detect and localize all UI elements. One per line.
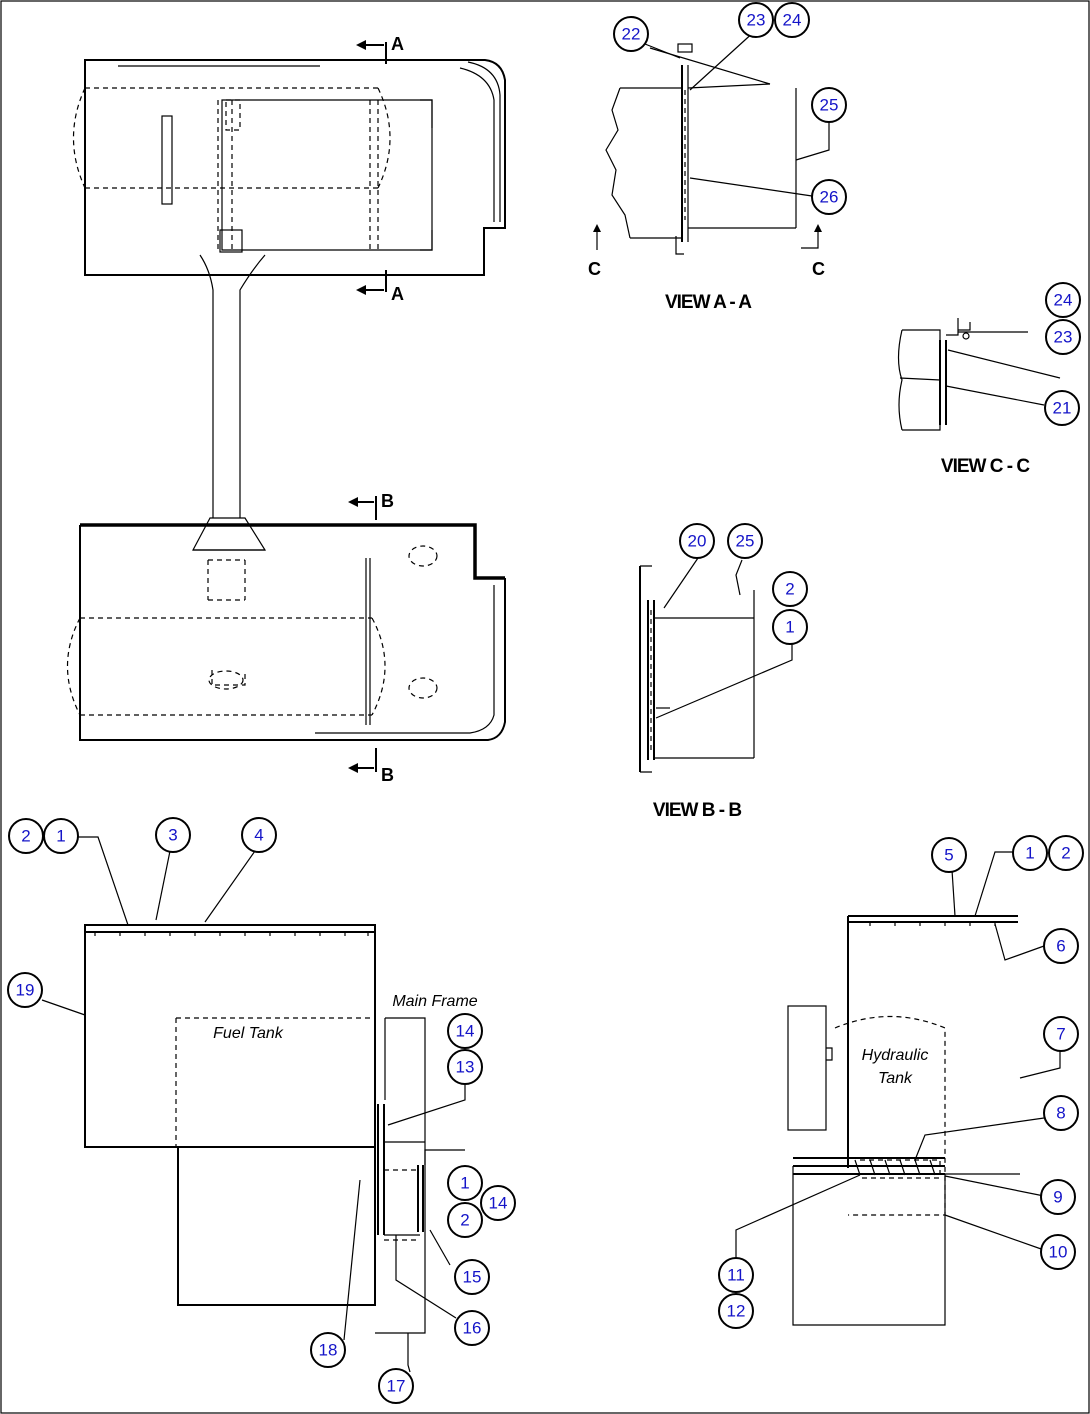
callout-number: 22 (622, 25, 641, 44)
callout-balloon[interactable]: 21 (1044, 390, 1080, 426)
callout-number: 2 (1061, 844, 1070, 863)
callout-number: 1 (460, 1174, 469, 1193)
callout-number: 9 (1053, 1188, 1062, 1207)
section-mark-b-bottom: B (381, 765, 394, 785)
callout-number: 24 (783, 11, 802, 30)
callout-balloon[interactable]: 10 (1040, 1234, 1076, 1270)
section-mark-a-bottom: A (391, 284, 404, 304)
callout-balloon[interactable]: 1 (772, 609, 808, 645)
callout-balloon[interactable]: 14 (447, 1013, 483, 1049)
view-c-c-title: VIEW C - C (941, 456, 1030, 477)
callout-number: 2 (21, 827, 30, 846)
view-a-a: C C VIEW A - A (588, 29, 830, 313)
callout-number: 1 (785, 618, 794, 637)
callout-balloon[interactable]: 7 (1043, 1016, 1079, 1052)
callout-balloon[interactable]: 25 (811, 87, 847, 123)
callout-balloon[interactable]: 2 (1048, 835, 1084, 871)
callout-number: 11 (727, 1266, 745, 1285)
callout-balloon[interactable]: 14 (480, 1185, 516, 1221)
section-mark-a-top: A (391, 34, 404, 54)
callout-balloon[interactable]: 11 (718, 1257, 754, 1293)
section-mark-b-top: B (381, 491, 394, 511)
callout-balloon[interactable]: 22 (613, 16, 649, 52)
callout-number: 4 (254, 826, 263, 845)
fuel-tank-mounting-view: Main Frame Fuel Tank (41, 836, 478, 1373)
callout-number: 23 (747, 11, 766, 30)
plan-view-lower-tank: B B (67, 491, 506, 785)
plan-view-upper-tank: A A (72, 34, 506, 518)
hydraulic-tank-label-line2: Tank (878, 1070, 913, 1087)
callout-number: 8 (1056, 1104, 1065, 1123)
hydraulic-tank-mounting-view: Hydraulic Tank (735, 851, 1061, 1326)
section-mark-c-right: C (812, 259, 825, 279)
callout-balloon[interactable]: 18 (310, 1332, 346, 1368)
callout-balloon[interactable]: 9 (1040, 1179, 1076, 1215)
callout-number: 16 (463, 1319, 482, 1338)
callout-balloon[interactable]: 23 (1045, 319, 1081, 355)
callout-balloon[interactable]: 25 (727, 523, 763, 559)
callout-balloon[interactable]: 23 (738, 2, 774, 38)
callout-balloon[interactable]: 1 (447, 1165, 483, 1201)
callout-balloon[interactable]: 2 (8, 818, 44, 854)
callout-balloon[interactable]: 8 (1043, 1095, 1079, 1131)
callout-number: 25 (820, 96, 839, 115)
callout-number: 19 (16, 981, 35, 1000)
callout-number: 10 (1049, 1243, 1068, 1262)
callout-number: 6 (1056, 937, 1065, 956)
callout-balloon[interactable]: 12 (718, 1293, 754, 1329)
callout-number: 14 (456, 1022, 475, 1041)
callout-number: 2 (785, 580, 794, 599)
view-c-c: VIEW C - C (897, 318, 1061, 477)
callout-balloon[interactable]: 24 (774, 2, 810, 38)
callout-balloon[interactable]: 3 (155, 817, 191, 853)
callout-number: 7 (1056, 1025, 1065, 1044)
callout-balloon[interactable]: 16 (454, 1310, 490, 1346)
callout-balloon[interactable]: 2 (447, 1202, 483, 1238)
callout-number: 26 (820, 188, 839, 207)
callout-number: 12 (727, 1302, 746, 1321)
view-b-b: VIEW B - B (639, 557, 793, 821)
fuel-tank-label: Fuel Tank (213, 1025, 284, 1042)
callout-balloon[interactable]: 4 (241, 817, 277, 853)
callout-balloon[interactable]: 26 (811, 179, 847, 215)
callout-number: 18 (319, 1341, 338, 1360)
callout-number: 1 (1025, 844, 1034, 863)
callout-number: 20 (688, 532, 707, 551)
callout-balloons: 22 23 24 25 26 24 23 21 20 25 2 1 2 1 3 … (7, 2, 1084, 1404)
callout-number: 24 (1054, 291, 1073, 310)
view-b-b-title: VIEW B - B (653, 800, 741, 821)
callout-balloon[interactable]: 15 (454, 1259, 490, 1295)
callout-balloon[interactable]: 17 (378, 1368, 414, 1404)
callout-number: 1 (56, 827, 65, 846)
section-mark-c-left: C (588, 259, 601, 279)
callout-number: 17 (387, 1377, 406, 1396)
callout-balloon[interactable]: 1 (1012, 835, 1048, 871)
callout-balloon[interactable]: 6 (1043, 928, 1079, 964)
callout-number: 15 (463, 1268, 482, 1287)
callout-balloon[interactable]: 24 (1045, 282, 1081, 318)
callout-number: 21 (1053, 399, 1072, 418)
view-a-a-title: VIEW A - A (665, 292, 752, 313)
callout-number: 13 (456, 1058, 475, 1077)
callout-balloon[interactable]: 5 (931, 837, 967, 873)
main-frame-label: Main Frame (392, 993, 477, 1010)
callout-number: 3 (168, 826, 177, 845)
callout-number: 2 (460, 1211, 469, 1230)
callout-balloon[interactable]: 20 (679, 523, 715, 559)
callout-balloon[interactable]: 19 (7, 972, 43, 1008)
callout-number: 14 (489, 1194, 508, 1213)
callout-balloon[interactable]: 13 (447, 1049, 483, 1085)
callout-number: 25 (736, 532, 755, 551)
hydraulic-tank-label-line1: Hydraulic (862, 1047, 929, 1064)
callout-balloon[interactable]: 1 (43, 818, 79, 854)
callout-number: 23 (1054, 328, 1073, 347)
callout-balloon[interactable]: 2 (772, 571, 808, 607)
callout-number: 5 (944, 846, 953, 865)
